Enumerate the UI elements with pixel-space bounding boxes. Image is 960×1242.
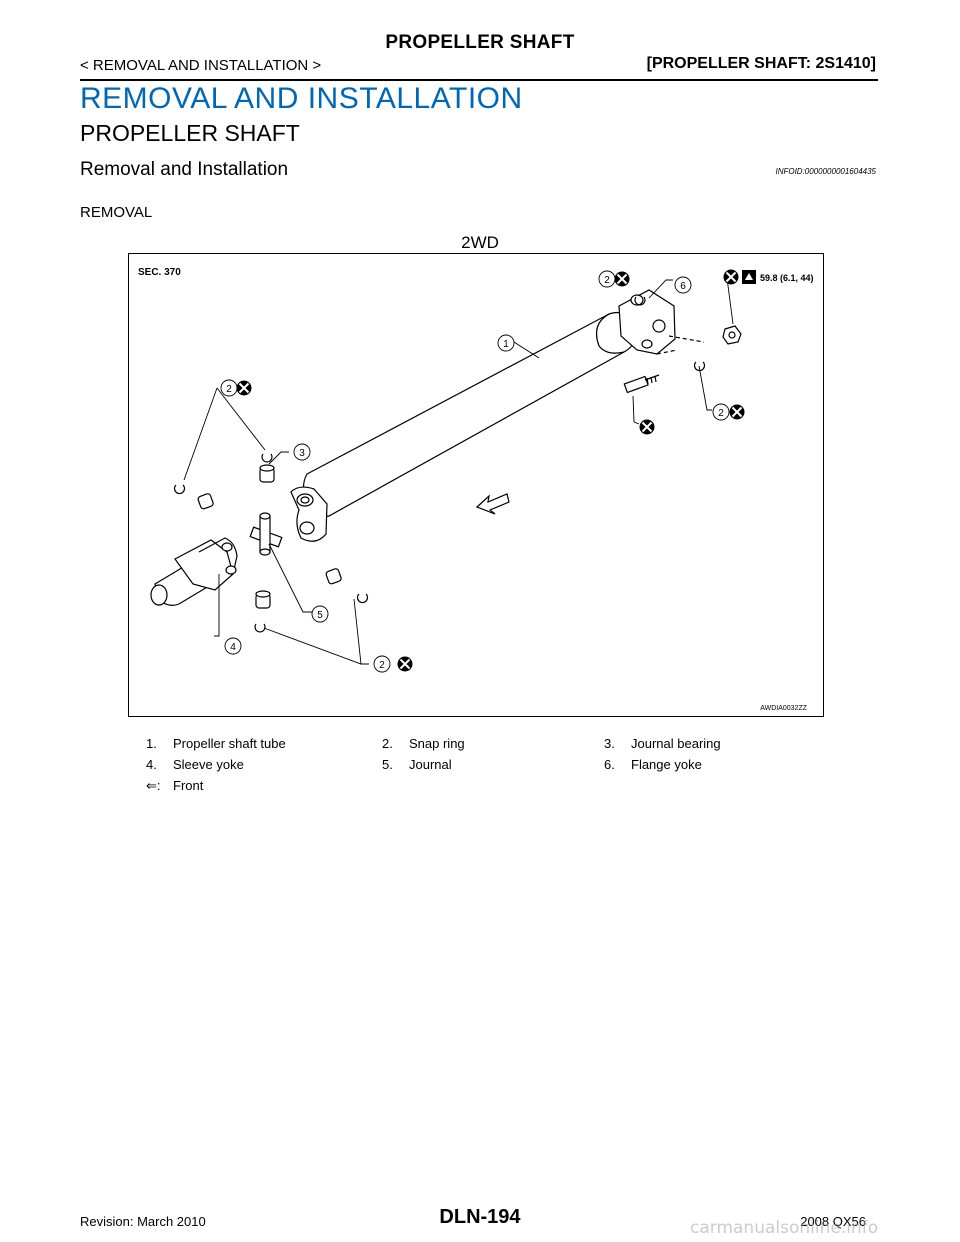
callout-5: 5 — [311, 605, 329, 623]
callout-1: 1 — [497, 334, 515, 352]
legend-text-5: Journal — [409, 757, 452, 772]
torque-icon — [742, 270, 756, 284]
callout-2c: 2 — [598, 270, 616, 288]
page-code: DLN-194 — [439, 1206, 521, 1228]
vehicle-model: 2008 QX56 — [800, 1214, 866, 1229]
info-id: INFOID:0000000001604435 — [775, 167, 876, 176]
watermark: carmanualsonline.info — [690, 1218, 879, 1238]
svg-text:4: 4 — [230, 642, 236, 653]
legend-num-4: 4. — [146, 757, 157, 772]
legend-text-1: Propeller shaft tube — [173, 736, 286, 751]
callout-2: 2 — [220, 379, 238, 397]
page-title: REMOVAL AND INSTALLATION — [80, 82, 523, 115]
tube-yoke — [290, 486, 328, 542]
section-title: PROPELLER SHAFT — [80, 120, 300, 146]
callout-2b: 2 — [373, 655, 391, 673]
legend-num-6: 6. — [604, 757, 615, 772]
figure-id: AWDIA0032ZZ — [760, 705, 808, 712]
svg-text:2: 2 — [379, 660, 385, 671]
header-divider — [80, 79, 878, 81]
propeller-shaft-tube — [302, 311, 636, 518]
legend-text-6: Flange yoke — [631, 757, 702, 772]
revision-date: Revision: March 2010 — [80, 1214, 206, 1229]
legend-num-3: 3. — [604, 736, 615, 751]
svg-text:2: 2 — [718, 408, 724, 419]
subsection-title: Removal and Installation — [80, 159, 289, 180]
snap-ring — [173, 296, 706, 633]
callout-4: 4 — [224, 637, 242, 655]
front-arrow-icon — [475, 493, 510, 515]
legend-num-1: 1. — [146, 736, 157, 751]
callout-3: 3 — [293, 443, 311, 461]
svg-text:2: 2 — [226, 384, 232, 395]
model-tag: [PROPELLER SHAFT: 2S1410] — [646, 55, 876, 72]
torque-label: 59.8 (6.1, 44) — [760, 273, 814, 283]
callout-6: 6 — [674, 276, 692, 294]
svg-text:2: 2 — [604, 275, 610, 286]
removal-heading: REMOVAL — [80, 204, 153, 221]
svg-text:5: 5 — [317, 610, 323, 621]
journal — [249, 512, 283, 556]
legend-text-3: Journal bearing — [631, 736, 721, 751]
legend-text-4: Sleeve yoke — [173, 757, 244, 772]
section-label: SEC. 370 — [138, 267, 181, 278]
legend-text-2: Snap ring — [409, 736, 465, 751]
figure-heading: 2WD — [461, 233, 499, 252]
svg-text:3: 3 — [299, 448, 305, 459]
page-header-title: PROPELLER SHAFT — [385, 32, 575, 53]
legend-num-front: ⇐: — [146, 778, 161, 793]
exploded-diagram: SEC. 370 — [128, 253, 824, 717]
legend-num-2: 2. — [382, 736, 393, 751]
bolt — [623, 374, 660, 394]
flange-yoke — [618, 289, 705, 355]
legend-text-front: Front — [173, 778, 204, 793]
svg-text:6: 6 — [680, 281, 686, 292]
callout-2d: 2 — [712, 403, 730, 421]
journal-bearing — [197, 464, 342, 609]
sleeve-yoke — [150, 537, 238, 606]
nut — [722, 325, 742, 345]
do-not-reuse-icon — [236, 269, 745, 672]
legend-num-5: 5. — [382, 757, 393, 772]
breadcrumb: < REMOVAL AND INSTALLATION > — [80, 57, 322, 74]
svg-text:1: 1 — [503, 339, 509, 350]
leader-lines — [183, 277, 734, 665]
